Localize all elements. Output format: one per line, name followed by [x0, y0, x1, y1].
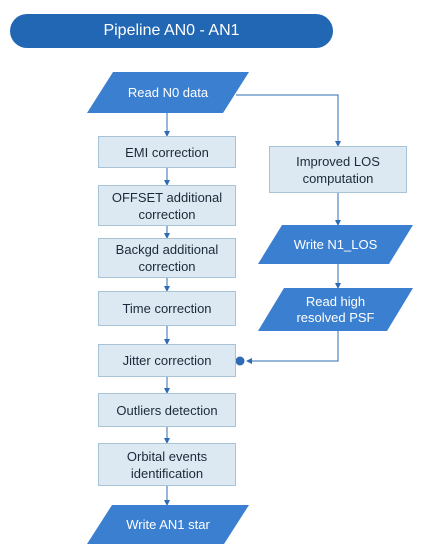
- emi-correction-box: EMI correction: [98, 136, 236, 168]
- junction-dot: [235, 356, 245, 366]
- backgd-correction-box: Backgd additional correction: [98, 238, 236, 278]
- backgd-correction-line2: correction: [138, 259, 196, 274]
- read-n0-data-label: Read N0 data: [127, 84, 209, 100]
- orbital-events-box: Orbital events identification: [98, 443, 236, 486]
- offset-correction-line1: OFFSET additional: [111, 189, 223, 205]
- emi-correction-label: EMI correction: [125, 144, 209, 160]
- time-correction-label: Time correction: [122, 301, 212, 316]
- parallelogram-shape: [87, 72, 249, 113]
- arrow-psf-to-jitter: [246, 331, 339, 364]
- parallelogram-shape: [87, 505, 249, 544]
- improved-los-box: Improved LOS computation: [269, 146, 407, 193]
- jitter-correction-box: Jitter correction: [98, 344, 236, 377]
- jitter-correction-label: Jitter correction: [122, 353, 212, 368]
- improved-los-line2: computation: [302, 170, 374, 186]
- backgd-correction-line1: Backgd additional: [115, 242, 219, 257]
- offset-correction-line2: correction: [138, 206, 196, 222]
- offset-correction-box: OFFSET additional correction: [98, 185, 236, 226]
- parallelogram-shape: [258, 225, 413, 264]
- pipeline-title: Pipeline AN0 - AN1: [10, 14, 333, 48]
- write-n1-los-label: Write N1_LOS: [293, 236, 378, 252]
- orbital-events-line2: identification: [130, 465, 204, 481]
- write-an1-star-node: Write AN1 star: [87, 505, 249, 544]
- write-n1-los-node: Write N1_LOS: [258, 225, 413, 264]
- parallelogram-shape: [258, 288, 413, 331]
- pipeline-title-text: Pipeline AN0 - AN1: [103, 22, 240, 39]
- read-psf-line2: resolved PSF: [296, 309, 375, 325]
- outliers-detection-box: Outliers detection: [98, 393, 236, 427]
- time-correction-box: Time correction: [98, 291, 236, 326]
- outliers-detection-label: Outliers detection: [116, 402, 218, 418]
- orbital-events-line1: Orbital events: [126, 448, 208, 464]
- read-psf-node: Read high resolved PSF: [258, 288, 413, 331]
- arrow-read-to-los: [236, 94, 341, 147]
- read-n0-data-node: Read N0 data: [87, 72, 249, 113]
- improved-los-line1: Improved LOS: [296, 153, 380, 169]
- write-an1-star-label: Write AN1 star: [126, 516, 210, 532]
- read-psf-line1: Read high: [305, 293, 366, 309]
